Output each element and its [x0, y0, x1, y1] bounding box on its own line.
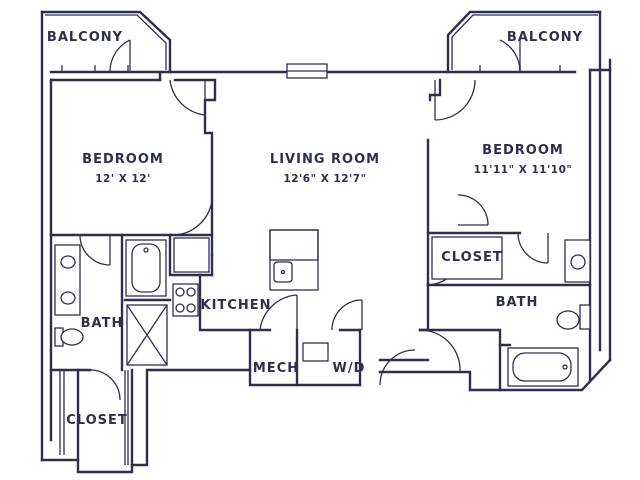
balcony-railings: [45, 14, 598, 72]
label-kitchen: KITCHEN: [201, 298, 272, 313]
label-bedroom-right-dim: 11'11" X 11'10": [474, 164, 573, 176]
label-balcony-right: BALCONY: [507, 30, 583, 45]
label-bedroom-left-dim: 12' X 12': [95, 173, 151, 185]
right-bath-walls: [378, 283, 512, 392]
label-closet-left: CLOSET: [66, 413, 128, 428]
label-bath-right: BATH: [496, 295, 539, 310]
label-bedroom-left: BEDROOM: [82, 152, 164, 167]
label-living-room: LIVING ROOM: [270, 152, 380, 167]
label-bath-left: BATH: [81, 316, 124, 331]
room-labels: BALCONY BALCONY BEDROOM 12' X 12' LIVING…: [47, 30, 583, 428]
left-bath-fixtures: [54, 239, 168, 366]
label-bedroom-right: BEDROOM: [482, 143, 564, 158]
label-balcony-left: BALCONY: [47, 30, 123, 45]
label-wd: W/D: [333, 361, 366, 376]
exterior-walls: [40, 10, 612, 474]
label-closet-right: CLOSET: [441, 250, 503, 265]
wd-fixtures: [302, 342, 329, 362]
core-walls: [120, 233, 362, 387]
left-bath-walls: [49, 368, 134, 467]
label-mech: MECH: [253, 361, 299, 376]
label-living-room-dim: 12'6" X 12'7": [283, 173, 366, 185]
right-bath-fixtures: [431, 236, 591, 387]
window-bay: [286, 63, 328, 79]
kitchen-fixtures: [172, 229, 319, 317]
